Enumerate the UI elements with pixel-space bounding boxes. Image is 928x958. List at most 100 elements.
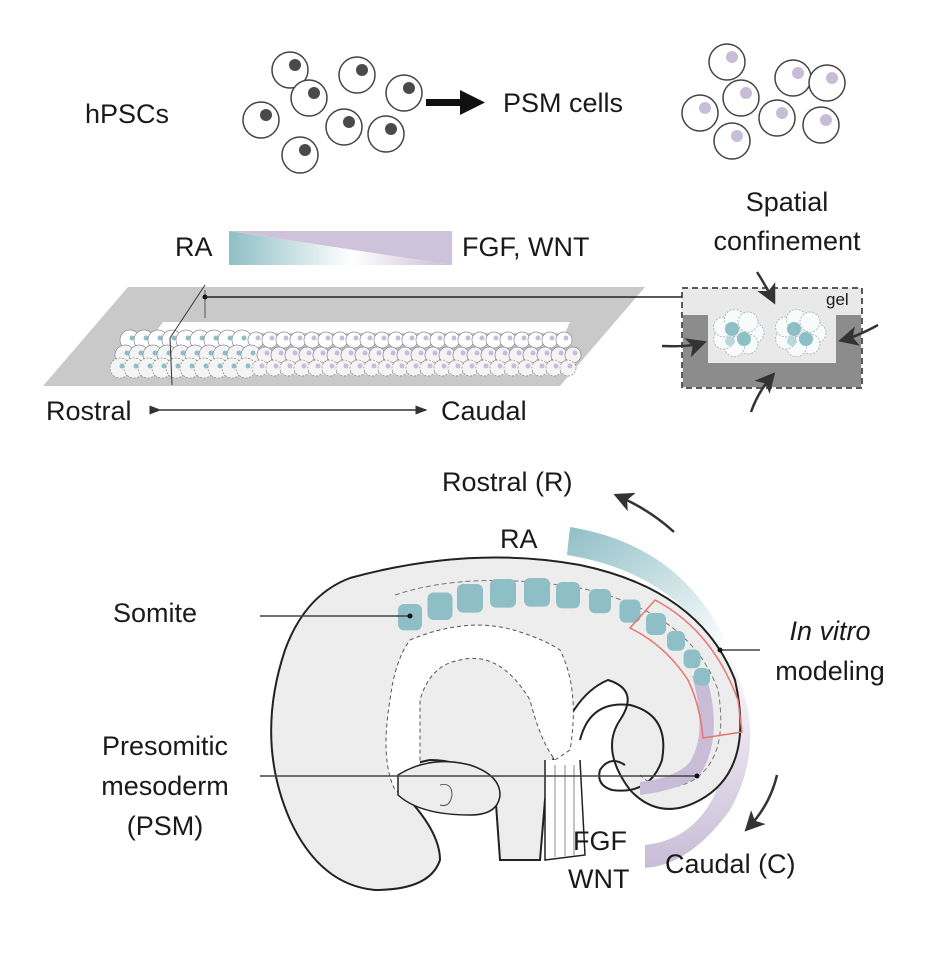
cell-icon bbox=[271, 51, 309, 89]
nucleus-dot bbox=[329, 363, 335, 369]
nucleus-dot bbox=[320, 350, 326, 356]
cell-icon bbox=[325, 108, 363, 146]
nucleus-dot bbox=[194, 350, 200, 356]
nucleus-dot bbox=[353, 335, 359, 341]
nucleus-dot bbox=[273, 363, 279, 369]
cell-icon bbox=[489, 359, 507, 377]
cell-icon bbox=[485, 331, 503, 349]
nucleus-dot bbox=[199, 335, 205, 341]
nucleus-dot bbox=[334, 350, 340, 356]
cell-icon bbox=[513, 331, 531, 349]
nucleus-dot bbox=[409, 335, 415, 341]
cell-icon bbox=[391, 359, 409, 377]
in-vitro-label-line1: In vitro bbox=[789, 616, 870, 646]
confined-cell-aggregates bbox=[713, 308, 827, 358]
nucleus-dot bbox=[371, 363, 377, 369]
nucleus-dot bbox=[175, 363, 181, 369]
nucleus-dot bbox=[339, 335, 345, 341]
cell-icon bbox=[331, 331, 349, 349]
nucleus-dot bbox=[572, 350, 578, 356]
cell-icon bbox=[275, 331, 293, 349]
cell-icon bbox=[531, 359, 549, 377]
nucleus-dot bbox=[502, 350, 508, 356]
cell-icon bbox=[708, 43, 746, 81]
embryo-ra-label: RA bbox=[500, 524, 538, 554]
nucleus-dot bbox=[381, 335, 387, 341]
nucleus-dot bbox=[255, 335, 261, 341]
nucleus-dot bbox=[553, 363, 559, 369]
somite-block bbox=[683, 649, 701, 669]
cell-icon bbox=[321, 359, 339, 377]
nucleus-dot bbox=[297, 335, 303, 341]
cell-icon bbox=[405, 359, 423, 377]
ra-gradient-arc bbox=[567, 527, 725, 652]
cell-icon bbox=[802, 106, 840, 144]
nucleus-dot bbox=[161, 363, 167, 369]
cell-icon bbox=[290, 79, 328, 117]
nucleus-dot bbox=[567, 363, 573, 369]
cell-icon bbox=[457, 331, 475, 349]
nucleus-dot bbox=[138, 350, 144, 356]
psm-cell-cluster bbox=[681, 43, 846, 160]
nucleus-dot bbox=[236, 350, 242, 356]
nucleus-dot bbox=[488, 350, 494, 356]
morphogen-gradient-bar bbox=[229, 231, 452, 265]
nucleus-dot bbox=[479, 335, 485, 341]
gradient-fgf-wnt-label: FGF, WNT bbox=[462, 232, 589, 262]
cell-icon bbox=[261, 331, 279, 349]
cell-icon bbox=[429, 331, 447, 349]
nucleus-dot bbox=[133, 363, 139, 369]
cell-icon bbox=[419, 359, 437, 377]
nucleus-dot bbox=[343, 363, 349, 369]
cell-icon bbox=[471, 331, 489, 349]
nucleus-dot bbox=[455, 363, 461, 369]
axis-rostral-label: Rostral bbox=[46, 396, 132, 426]
nucleus-dot bbox=[259, 363, 265, 369]
nucleus-dot bbox=[283, 335, 289, 341]
cell-icon bbox=[387, 331, 405, 349]
nucleus-dot bbox=[493, 335, 499, 341]
cell-icon bbox=[242, 101, 280, 139]
nucleus-dot bbox=[427, 363, 433, 369]
nucleus-dot bbox=[119, 363, 125, 369]
gradient-ra-label: RA bbox=[175, 232, 213, 262]
nucleus-dot bbox=[511, 363, 517, 369]
rostral-direction-arrow-icon bbox=[613, 492, 675, 533]
psm-label-line1: Presomitic bbox=[102, 731, 228, 761]
nucleus-dot bbox=[124, 350, 130, 356]
rostral-r-label: Rostral (R) bbox=[442, 467, 573, 497]
nucleus-dot bbox=[535, 335, 541, 341]
cell-icon bbox=[279, 359, 297, 377]
nucleus-dot bbox=[395, 335, 401, 341]
nucleus-dot bbox=[269, 335, 275, 341]
nucleus-dot bbox=[315, 363, 321, 369]
nucleus-dot bbox=[539, 363, 545, 369]
somite-row bbox=[398, 578, 710, 686]
cell-icon bbox=[722, 79, 760, 117]
cell-icon bbox=[317, 331, 335, 349]
psm-region bbox=[640, 672, 714, 795]
cell-icon bbox=[359, 331, 377, 349]
cell-icon bbox=[415, 331, 433, 349]
cell-icon bbox=[517, 359, 535, 377]
cell-icon bbox=[289, 331, 307, 349]
compression-arrows-icon bbox=[661, 271, 879, 413]
nucleus-dot bbox=[180, 350, 186, 356]
nucleus-dot bbox=[185, 335, 191, 341]
cell-icon bbox=[433, 359, 451, 377]
nucleus-dot bbox=[465, 335, 471, 341]
gel-label: gel bbox=[826, 290, 849, 309]
differentiation-arrow-icon bbox=[426, 90, 485, 115]
nucleus-dot bbox=[357, 363, 363, 369]
nucleus-dot bbox=[367, 335, 373, 341]
hpscs-label: hPSCs bbox=[85, 99, 169, 129]
cell-icon bbox=[499, 331, 517, 349]
nucleus-dot bbox=[521, 335, 527, 341]
nucleus-dot bbox=[245, 363, 251, 369]
confinement-box bbox=[681, 287, 863, 389]
cell-icon bbox=[367, 115, 405, 153]
somite-block bbox=[646, 613, 666, 635]
nucleus-dot bbox=[525, 363, 531, 369]
nucleus-dot bbox=[423, 335, 429, 341]
